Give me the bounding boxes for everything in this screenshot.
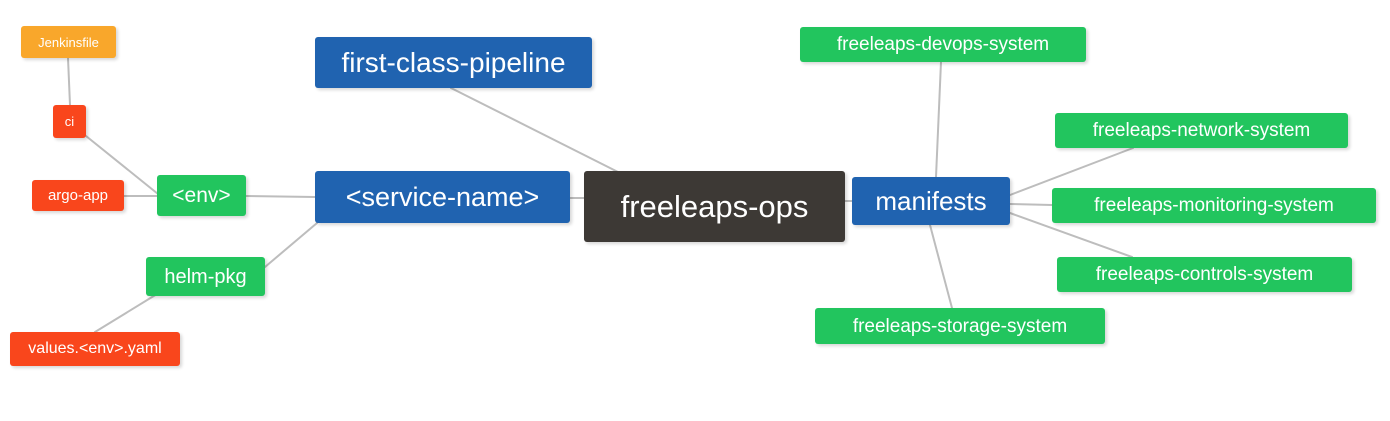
- mindmap-node-label: first-class-pipeline: [341, 46, 566, 78]
- mindmap-node-ci[interactable]: ci: [53, 105, 86, 138]
- mindmap-node-label: ci: [64, 114, 75, 129]
- edge-first-class-pipeline-to-freeleaps-ops: [450, 87, 621, 174]
- mindmap-node-freeleaps-network-system[interactable]: freeleaps-network-system: [1055, 113, 1348, 148]
- mindmap-node-label: argo-app: [47, 187, 109, 204]
- edge-service-name-to-helm-pkg: [264, 222, 318, 268]
- edge-manifests-to-freeleaps-storage-system: [929, 224, 953, 309]
- mindmap-node-label: values.<env>.yaml: [28, 340, 162, 357]
- mindmap-node-freeleaps-devops-system[interactable]: freeleaps-devops-system: [800, 27, 1086, 62]
- mindmap-node-service-name[interactable]: <service-name>: [315, 171, 570, 223]
- mindmap-node-env[interactable]: <env>: [157, 175, 246, 216]
- mindmap-node-label: <service-name>: [345, 181, 540, 212]
- edge-env-to-service-name: [245, 195, 316, 198]
- mindmap-node-label: helm-pkg: [164, 265, 247, 288]
- edge-manifests-to-freeleaps-monitoring-system: [1009, 203, 1053, 206]
- edge-jenkinsfile-to-ci: [67, 57, 71, 106]
- mindmap-node-values-yaml[interactable]: values.<env>.yaml: [10, 332, 180, 366]
- mindmap-node-jenkinsfile[interactable]: Jenkinsfile: [21, 26, 116, 58]
- mindmap-node-label: <env>: [172, 184, 231, 207]
- mindmap-node-label: freeleaps-monitoring-system: [1094, 195, 1334, 216]
- mindmap-node-manifests[interactable]: manifests: [852, 177, 1010, 225]
- mindmap-node-first-class-pipeline[interactable]: first-class-pipeline: [315, 37, 592, 88]
- mindmap-node-freeleaps-ops[interactable]: freeleaps-ops: [584, 171, 845, 242]
- mindmap-node-freeleaps-monitoring-system[interactable]: freeleaps-monitoring-system: [1052, 188, 1376, 223]
- mindmap-node-helm-pkg[interactable]: helm-pkg: [146, 257, 265, 296]
- mindmap-node-label: freeleaps-storage-system: [852, 315, 1068, 337]
- mindmap-node-label: freeleaps-devops-system: [836, 34, 1050, 55]
- mindmap-node-label: freeleaps-network-system: [1092, 120, 1311, 141]
- mindmap-node-label: freeleaps-ops: [620, 189, 809, 224]
- mindmap-node-freeleaps-controls-system[interactable]: freeleaps-controls-system: [1057, 257, 1352, 292]
- mindmap-node-label: manifests: [875, 186, 987, 216]
- mindmap-node-label: Jenkinsfile: [38, 34, 99, 50]
- mindmap-node-freeleaps-storage-system[interactable]: freeleaps-storage-system: [815, 308, 1105, 344]
- mindmap-node-label: freeleaps-controls-system: [1095, 264, 1314, 285]
- mindmap-node-argo-app[interactable]: argo-app: [32, 180, 124, 211]
- edge-manifests-to-freeleaps-devops-system: [935, 61, 942, 178]
- edge-helm-pkg-to-values-yaml: [94, 293, 158, 333]
